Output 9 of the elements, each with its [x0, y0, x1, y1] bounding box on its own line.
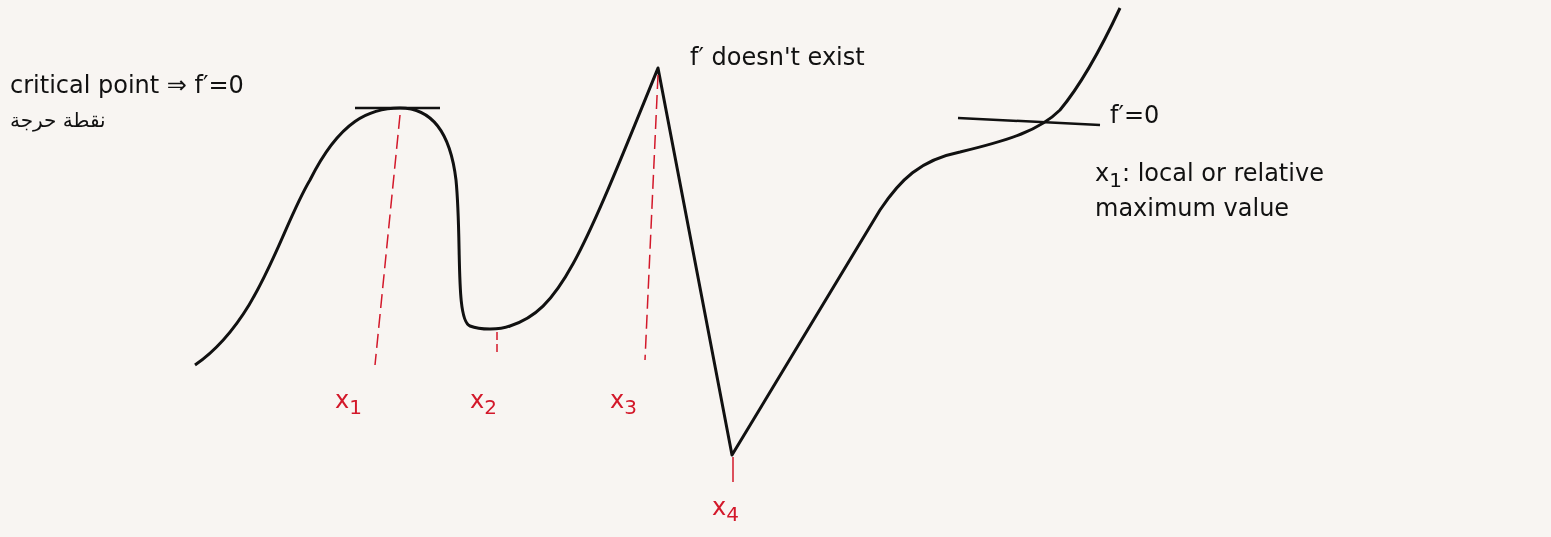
- point-label: x$_{4}$: [712, 492, 739, 527]
- point-label: x$_{3}$: [610, 385, 637, 420]
- note-text: x$_{1}$: local or relative maximum value: [1095, 158, 1325, 223]
- annotation-text: نقطة حرجة: [10, 108, 106, 133]
- annotation-text: critical point ⇒ f′=0: [10, 70, 244, 100]
- annotation-text: f′=0: [1110, 100, 1160, 130]
- point-label: x$_{1}$: [335, 385, 362, 420]
- point-label: x$_{2}$: [470, 385, 497, 420]
- annotation-text: f′ doesn't exist: [690, 42, 865, 72]
